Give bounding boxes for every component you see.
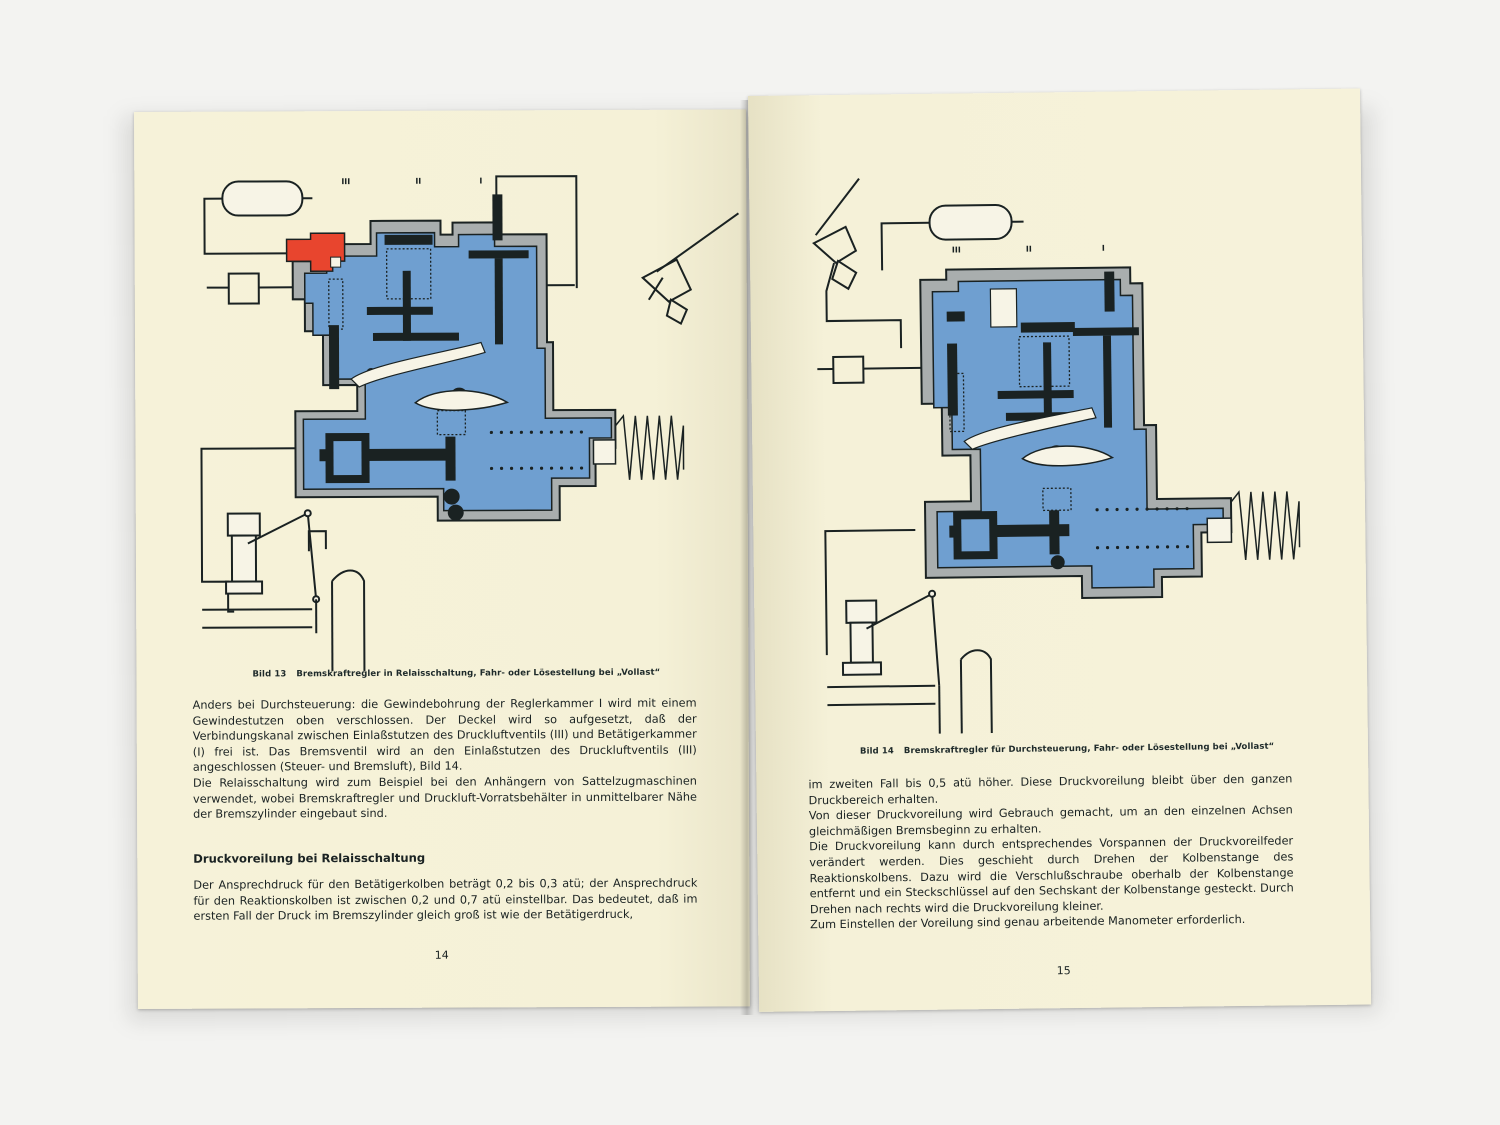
figure-13-caption: Bild 13 Bremskraftregler in Relaisschaltu… xyxy=(252,668,660,680)
figure-label-iii: III xyxy=(341,177,351,187)
right-body-text: im zweiten Fall bis 0,5 atü höher. Diese… xyxy=(808,771,1294,933)
caption-text: Bremskraftregler in Relaisschaltung, Fah… xyxy=(296,667,661,680)
paragraph: Anders bei Durchsteuerung: die Gewindebo… xyxy=(192,696,697,775)
figure-label-i: I xyxy=(1101,243,1105,253)
caption-number: Bild 14 xyxy=(859,746,894,757)
section-heading: Druckvoreilung bei Relaisschaltung xyxy=(193,850,426,866)
figure-14-caption: Bild 14 Bremskraftregler für Durchsteueru… xyxy=(860,742,1274,757)
figure-label-i: I xyxy=(479,176,483,186)
diagram-bild-14 xyxy=(812,178,1301,734)
left-body-text-2: Der Ansprechdruck für den Betätigerkolbe… xyxy=(193,876,697,925)
caption-number: Bild 13 xyxy=(252,669,287,680)
paragraph: Der Ansprechdruck für den Betätigerkolbe… xyxy=(193,876,698,923)
paragraph: Die Druckvoreilung kann durch entspreche… xyxy=(809,834,1294,917)
figure-label-iii: III xyxy=(951,245,961,255)
diagram-bild-13 xyxy=(200,175,740,672)
caption-text: Bremskraftregler für Durchsteuerung, Fah… xyxy=(903,741,1275,757)
page-number-right: 15 xyxy=(1056,964,1071,978)
paragraph: Die Relaisschaltung wird zum Beispiel be… xyxy=(192,774,698,821)
right-page: III II I Bild 14 Bremskraftregler für Dur… xyxy=(748,88,1372,1012)
left-body-text: Anders bei Durchsteuerung: die Gewindebo… xyxy=(193,696,698,823)
page-number-left: 14 xyxy=(434,948,449,962)
left-page: Bild 13 Bremskraftregler in Relaisschaltu… xyxy=(134,109,750,1009)
figure-label-ii: II xyxy=(1025,244,1032,254)
figure-label-ii: II xyxy=(415,176,422,186)
